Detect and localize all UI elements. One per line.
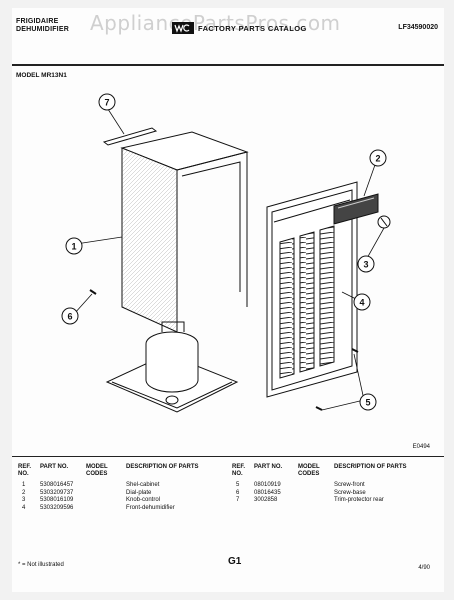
part-no: 5303209596 [40, 504, 74, 511]
header-divider [12, 64, 444, 66]
catalog-code: LF34590020 [398, 24, 438, 31]
header-description: DESCRIPTION OF PARTS [334, 464, 407, 470]
part-description: Knob-control [126, 497, 161, 503]
brand-name: FRIGIDAIRE [16, 18, 59, 25]
callout-label-1: 1 [71, 242, 76, 252]
ref-no: 2 [22, 489, 26, 496]
header-part: PART NO. [254, 464, 283, 470]
cabinet-shell-part [120, 131, 249, 333]
callout-leader-lines [73, 105, 385, 411]
table-row: 6 08016435 Screw-base [232, 490, 442, 498]
part-no: 3002858 [254, 497, 278, 503]
ref-no: 6 [236, 489, 240, 496]
brand-block: FRIGIDAIRE DEHUMIDIFIER [16, 18, 69, 34]
parts-table-right: REF. NO. PART NO. MODEL CODES DESCRIPTIO… [232, 464, 442, 505]
table-row: 1 5308016457 Shel-cabinet [18, 482, 224, 490]
part-no: 08016435 [254, 489, 281, 496]
table-row: 3 5308016109 Knob-control [18, 497, 224, 505]
model-label: MODEL MR13N1 [16, 72, 67, 79]
model-codes [298, 490, 334, 498]
exploded-parts-diagram: 7 1 2 3 4 5 6 [61, 93, 391, 413]
header-model-codes: MODEL CODES [298, 464, 320, 477]
screws-part [89, 289, 359, 411]
control-knob-part [377, 215, 391, 229]
parts-catalog-page: AppliancePartsPros.com FRIGIDAIRE DEHUMI… [12, 8, 444, 592]
header-part: PART NO. [40, 464, 69, 470]
callout-label-5: 5 [365, 398, 370, 408]
dial-plate-part [333, 193, 379, 225]
model-codes [298, 482, 334, 490]
header-ref: REF. NO. [232, 464, 246, 477]
ref-no: 7 [236, 497, 240, 503]
ref-no: 1 [22, 482, 26, 488]
ref-no: 4 [22, 504, 26, 511]
table-row: 2 5303209737 Dial-plate [18, 490, 224, 498]
revision-date: 4/90 [418, 565, 430, 571]
trim-protector-part [102, 127, 158, 146]
part-no: 5308016109 [40, 497, 74, 503]
table-row: 7 3002858 Trim-protector rear [232, 497, 442, 505]
callout-label-2: 2 [375, 154, 380, 164]
part-no: 08010919 [254, 482, 281, 488]
model-codes [298, 497, 334, 505]
figure-id: E0494 [412, 444, 430, 450]
model-codes [86, 497, 126, 505]
part-no: 5303209737 [40, 489, 74, 496]
callout-label-6: 6 [67, 312, 72, 322]
part-description: Screw-base [334, 489, 366, 496]
part-no: 5308016457 [40, 482, 74, 488]
page-label: G1 [228, 556, 242, 567]
table-row: 4 5303209596 Front-dehumidifier [18, 505, 224, 513]
part-description: Dial-plate [126, 489, 152, 496]
part-description: Trim-protector rear [334, 497, 384, 503]
header-model-codes: MODEL CODES [86, 464, 108, 477]
table-header: REF. NO. PART NO. MODEL CODES DESCRIPTIO… [18, 464, 224, 482]
table-row: 5 08010919 Screw-front [232, 482, 442, 490]
callout-label-3: 3 [363, 260, 368, 270]
part-description: Shel-cabinet [126, 482, 160, 488]
header-description: DESCRIPTION OF PARTS [126, 464, 199, 470]
callout-label-7: 7 [104, 98, 109, 108]
part-description: Front-dehumidifier [126, 504, 175, 511]
product-type: DEHUMIDIFIER [16, 26, 69, 33]
front-grille-panel-part [266, 181, 358, 398]
header-ref: REF. NO. [18, 464, 32, 477]
watermark: AppliancePartsPros.com [90, 11, 341, 35]
table-divider [12, 456, 444, 457]
callout-circles [61, 93, 387, 411]
part-description: Screw-front [334, 482, 365, 488]
wci-logo-icon [172, 22, 194, 34]
catalog-title: FACTORY PARTS CATALOG [198, 24, 307, 33]
model-codes [86, 490, 126, 498]
footnote: * = Not illustrated [18, 562, 64, 568]
model-codes [86, 482, 126, 490]
parts-table-left: REF. NO. PART NO. MODEL CODES DESCRIPTIO… [18, 464, 224, 512]
compressor-base-part [105, 321, 239, 413]
model-codes [86, 505, 126, 513]
table-header: REF. NO. PART NO. MODEL CODES DESCRIPTIO… [232, 464, 442, 482]
ref-no: 3 [22, 497, 26, 503]
callout-label-4: 4 [359, 298, 364, 308]
ref-no: 5 [236, 482, 240, 488]
